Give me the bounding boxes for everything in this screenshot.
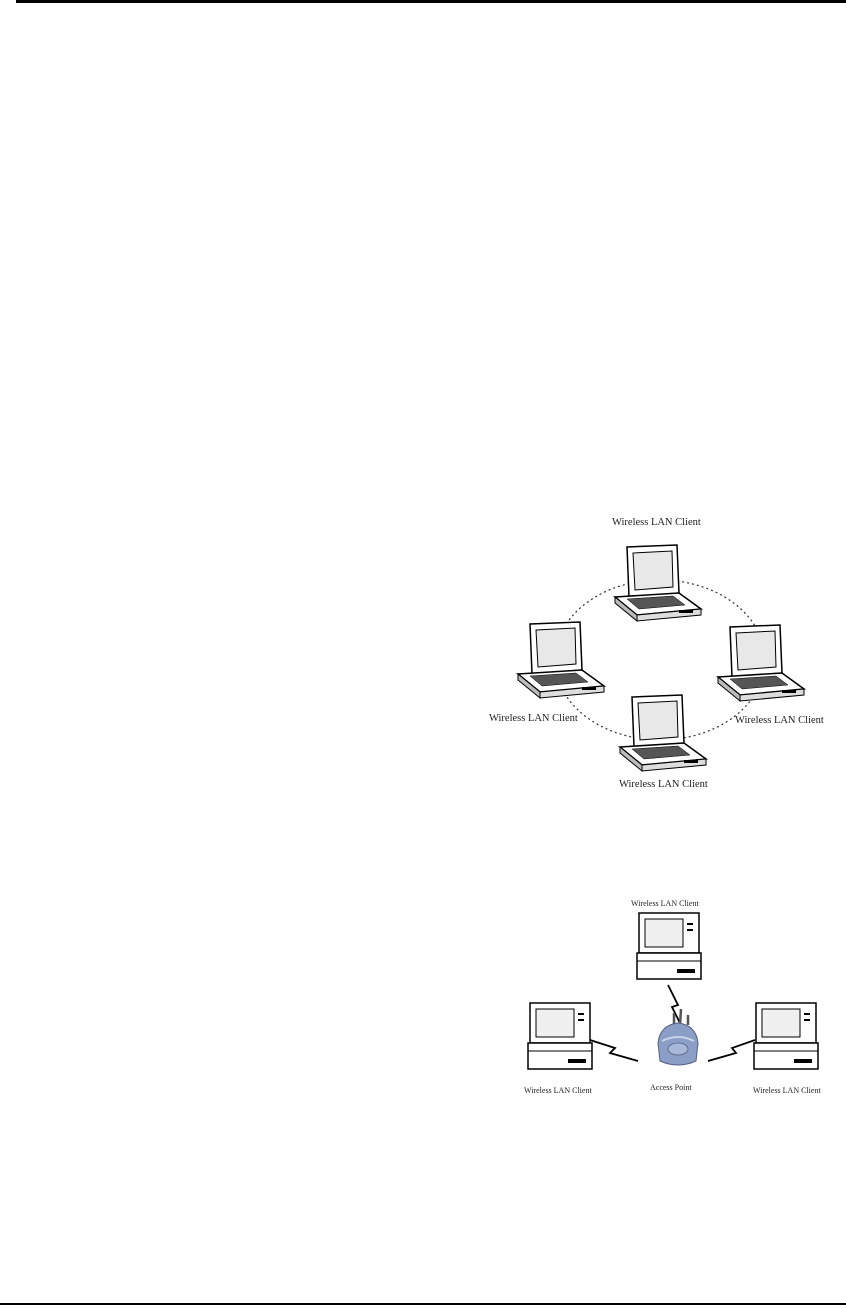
client-label-bottom: Wireless LAN Client — [619, 779, 708, 790]
client-label-left: Wireless LAN Client — [524, 1086, 592, 1095]
desktop-computer-icon — [527, 1002, 593, 1070]
client-label-right: Wireless LAN Client — [753, 1086, 821, 1095]
infrastructure-network-graphic — [527, 912, 819, 1070]
client-label-left: Wireless LAN Client — [489, 713, 578, 724]
footer-rule — [0, 1303, 846, 1305]
client-label-top: Wireless LAN Client — [612, 517, 701, 528]
access-point-label: Access Point — [650, 1083, 692, 1092]
wireless-link-icon — [707, 1039, 756, 1062]
access-point-icon — [657, 1008, 699, 1066]
client-label-right: Wireless LAN Client — [735, 715, 824, 726]
wireless-link-icon — [589, 1039, 639, 1062]
adhoc-network-graphic — [516, 544, 807, 773]
laptop-icon — [516, 621, 607, 700]
header-rule — [16, 0, 846, 3]
infrastructure-network-diagram: Wireless LAN Client Wireless LAN Client … — [510, 893, 846, 1103]
laptop-icon — [716, 624, 807, 703]
client-label-top: Wireless LAN Client — [631, 899, 699, 908]
laptop-icon — [613, 544, 704, 623]
laptop-icon — [618, 694, 709, 773]
desktop-computer-icon — [753, 1002, 819, 1070]
wireless-link-icon — [667, 984, 683, 1028]
adhoc-network-diagram: Wireless LAN Client Wireless LAN Client … — [480, 510, 830, 800]
desktop-computer-icon — [636, 912, 702, 980]
